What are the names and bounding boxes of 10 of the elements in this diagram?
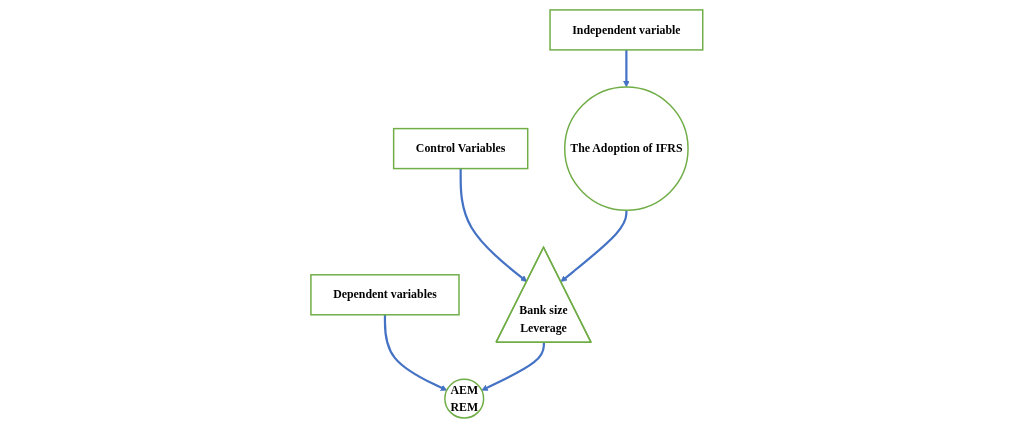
arrow — [623, 49, 630, 88]
arrow — [481, 342, 546, 391]
node-box: Dependent variables — [310, 274, 460, 316]
node-box: Control Variables — [393, 127, 529, 170]
arrow — [384, 314, 448, 391]
arrow — [459, 168, 528, 282]
node-circle: AEM REM — [444, 378, 485, 419]
node-box: Independent variable — [549, 9, 704, 51]
arrow — [560, 210, 628, 282]
node-circle: The Adoption of IFRS — [564, 86, 689, 211]
